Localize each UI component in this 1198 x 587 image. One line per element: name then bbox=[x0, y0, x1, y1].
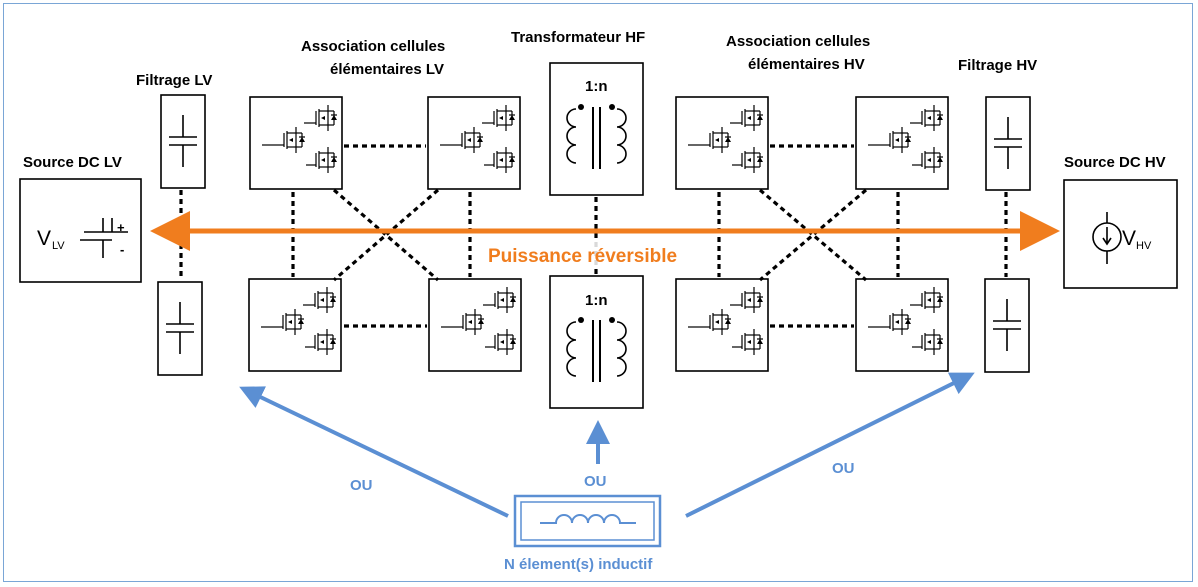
ou-center: OU bbox=[584, 473, 607, 490]
ou-right: OU bbox=[832, 460, 855, 477]
cellule-lv-1 bbox=[250, 97, 342, 189]
filtre-hv-cap-bottom bbox=[984, 278, 1030, 373]
filtre-lv-cap-top bbox=[160, 94, 206, 189]
cellule-lv-2 bbox=[428, 97, 520, 189]
v-lv-subscript: LV bbox=[52, 240, 65, 252]
assoc-lv-label-2: élémentaires LV bbox=[330, 61, 444, 78]
filtre-hv-cap-top bbox=[985, 96, 1031, 191]
source-dc-hv-box: V HV bbox=[1063, 179, 1178, 289]
v-lv-symbol: V bbox=[37, 227, 51, 250]
ou-left: OU bbox=[350, 477, 373, 494]
cellule-lv-4 bbox=[429, 279, 521, 371]
cellule-hv-4 bbox=[856, 279, 948, 371]
inductor-box bbox=[513, 494, 662, 548]
arrow-to-hv-filter bbox=[685, 372, 975, 518]
cellule-hv-1 bbox=[676, 97, 768, 189]
source-dc-hv-label: Source DC HV bbox=[1064, 154, 1166, 171]
assoc-lv-label-1: Association cellules bbox=[301, 38, 445, 55]
source-dc-lv-box: V LV + - bbox=[19, 178, 142, 283]
filtre-lv-cap-bottom bbox=[157, 281, 203, 376]
ratio-bottom: 1:n bbox=[585, 292, 608, 309]
cellule-lv-3 bbox=[249, 279, 341, 371]
inductif-label: N élement(s) inductif bbox=[504, 556, 653, 573]
v-hv-subscript: HV bbox=[1136, 240, 1152, 252]
filtrage-lv-label: Filtrage LV bbox=[136, 72, 212, 89]
diagram-frame bbox=[3, 3, 1193, 582]
ratio-top: 1:n bbox=[585, 78, 608, 95]
cellule-hv-2 bbox=[856, 97, 948, 189]
minus-sign: - bbox=[120, 242, 124, 257]
v-hv-symbol: V bbox=[1122, 227, 1136, 250]
filtrage-hv-label: Filtrage HV bbox=[958, 57, 1037, 74]
puissance-label: Puissance réversible bbox=[488, 246, 677, 267]
source-dc-lv-label: Source DC LV bbox=[23, 154, 122, 171]
assoc-hv-label-2: élémentaires HV bbox=[748, 56, 865, 73]
plus-sign: + bbox=[117, 220, 125, 235]
cellule-hv-3 bbox=[676, 279, 768, 371]
assoc-hv-label-1: Association cellules bbox=[726, 33, 870, 50]
arrow-to-lv-cells bbox=[239, 386, 509, 518]
transformateur-label: Transformateur HF bbox=[511, 29, 645, 46]
